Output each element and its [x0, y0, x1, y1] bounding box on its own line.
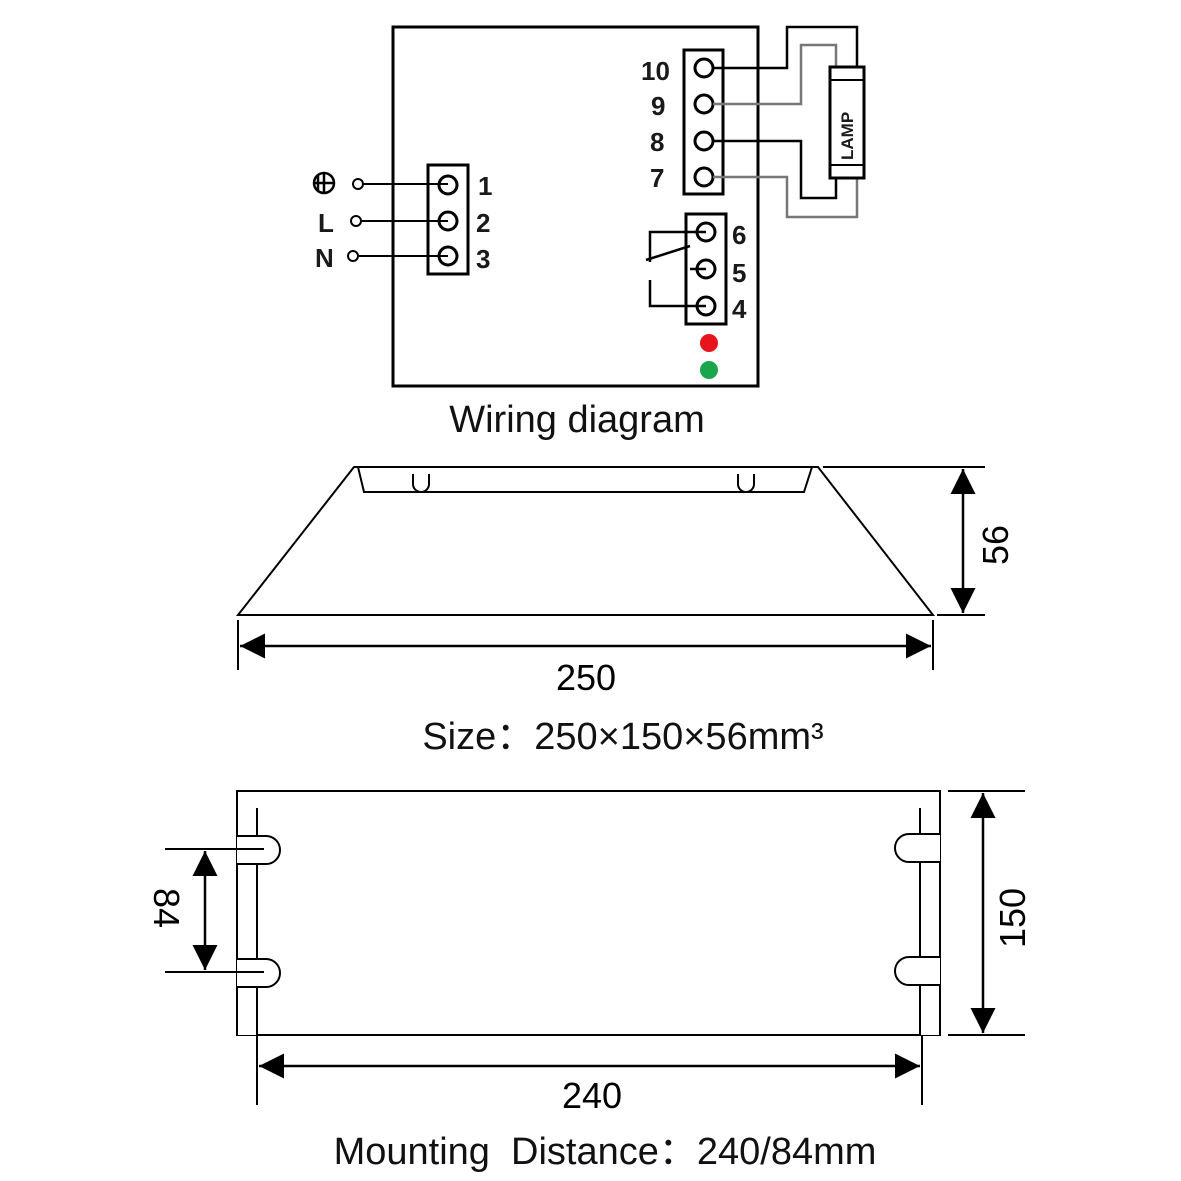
lamp-terminal-block	[682, 48, 725, 196]
lamp-wires	[713, 25, 859, 219]
side-bracket	[357, 466, 813, 493]
wiring-diagram: L N 1 2 3 10 9 8 7 LAMP	[312, 25, 866, 441]
green-indicator-led	[700, 361, 718, 379]
right-mounting-slots	[894, 808, 941, 1035]
input-terminal-block	[426, 163, 470, 276]
terminal-1-label: 1	[478, 171, 492, 201]
red-indicator-led	[700, 334, 718, 352]
relay-contact	[645, 230, 706, 308]
switch-terminal-block	[684, 212, 728, 326]
mounting-tab-right	[737, 474, 755, 493]
mounting-view: 84 150 240 Mounting Distance：240/84mm	[146, 790, 1033, 1173]
depth-dimension-value: 150	[992, 888, 1033, 948]
terminal-6-label: 6	[732, 220, 746, 250]
terminal-2-label: 2	[476, 208, 490, 238]
side-profile	[235, 466, 936, 616]
lamp-icon	[828, 65, 866, 180]
size-caption: Size：250×150×56mm³	[422, 716, 823, 758]
wiring-caption: Wiring diagram	[449, 399, 705, 441]
terminal-5-label: 5	[732, 258, 746, 288]
terminal-8-label: 8	[650, 127, 664, 157]
hole-distance-value: 240	[562, 1075, 622, 1116]
ballast-box-outline	[391, 25, 760, 388]
terminal-3-label: 3	[476, 244, 490, 274]
terminal-7-label: 7	[650, 163, 664, 193]
left-mounting-slots	[236, 808, 281, 1035]
input-terminal-screws	[437, 174, 459, 267]
terminal-10-label: 10	[641, 56, 670, 86]
terminal-4-label: 4	[732, 294, 747, 324]
input-wire-ends	[347, 178, 364, 262]
earth-icon	[312, 171, 336, 195]
side-view: 250 56 Size：250×150×56mm³	[235, 466, 1016, 758]
neutral-symbol: N	[315, 243, 334, 273]
lamp-label: LAMP	[838, 112, 857, 160]
mounting-caption: Mounting Distance：240/84mm	[334, 1131, 877, 1173]
width-dimension-value: 250	[556, 657, 616, 698]
hole-spacing-value: 84	[146, 888, 187, 928]
input-wires	[359, 183, 448, 257]
lamp-terminal-screws	[693, 57, 715, 188]
terminal-9-label: 9	[651, 91, 665, 121]
height-dimension-value: 56	[975, 525, 1016, 565]
base-plate-outline	[236, 790, 941, 1036]
mounting-tab-left	[412, 474, 430, 493]
line-symbol: L	[318, 208, 334, 238]
